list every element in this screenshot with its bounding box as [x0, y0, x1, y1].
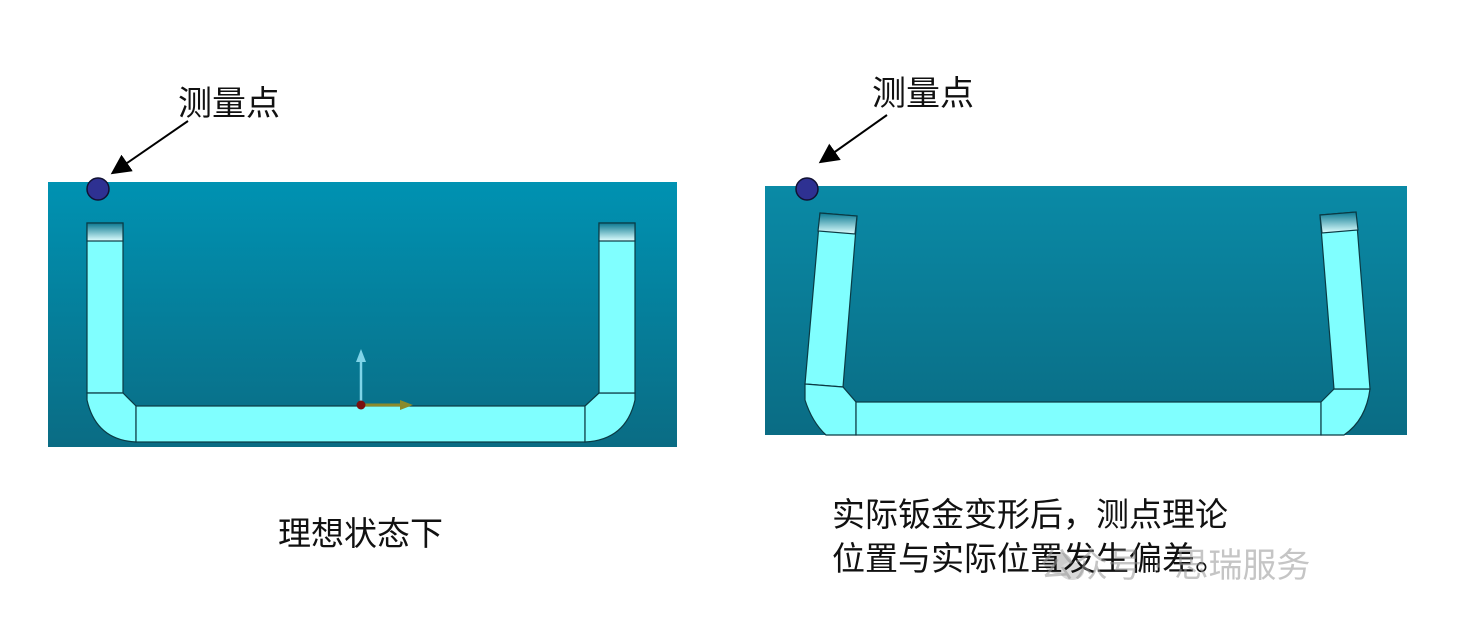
deformed-sheet-metal-part	[804, 211, 1371, 436]
ideal-state-caption: 理想状态下	[278, 514, 443, 553]
deformed-state-view	[765, 114, 1407, 436]
deformed-measurement-point-label: 测量点	[872, 74, 974, 114]
ideal-measurement-point-label: 测量点	[178, 84, 280, 124]
coordinate-axes-icon	[356, 349, 413, 410]
wechat-icon	[1044, 552, 1084, 580]
deformed-measurement-point	[795, 177, 819, 201]
ideal-pointer-arrow	[110, 120, 189, 175]
ideal-state-view	[48, 120, 677, 447]
ideal-measurement-point	[86, 177, 110, 201]
deformed-state-caption: 实际钣金变形后，测点理论 位置与实际位置发生偏差。	[832, 493, 1228, 581]
ideal-sheet-metal-part	[86, 222, 636, 443]
watermark-text: 公众号 · 思瑞服务	[1040, 546, 1311, 586]
deformed-view-background	[765, 186, 1407, 435]
deformed-caption-line-2: 位置与实际位置发生偏差。	[832, 539, 1228, 578]
deformed-pointer-arrow	[818, 114, 888, 164]
deformed-caption-line-1: 实际钣金变形后，测点理论	[832, 495, 1228, 534]
